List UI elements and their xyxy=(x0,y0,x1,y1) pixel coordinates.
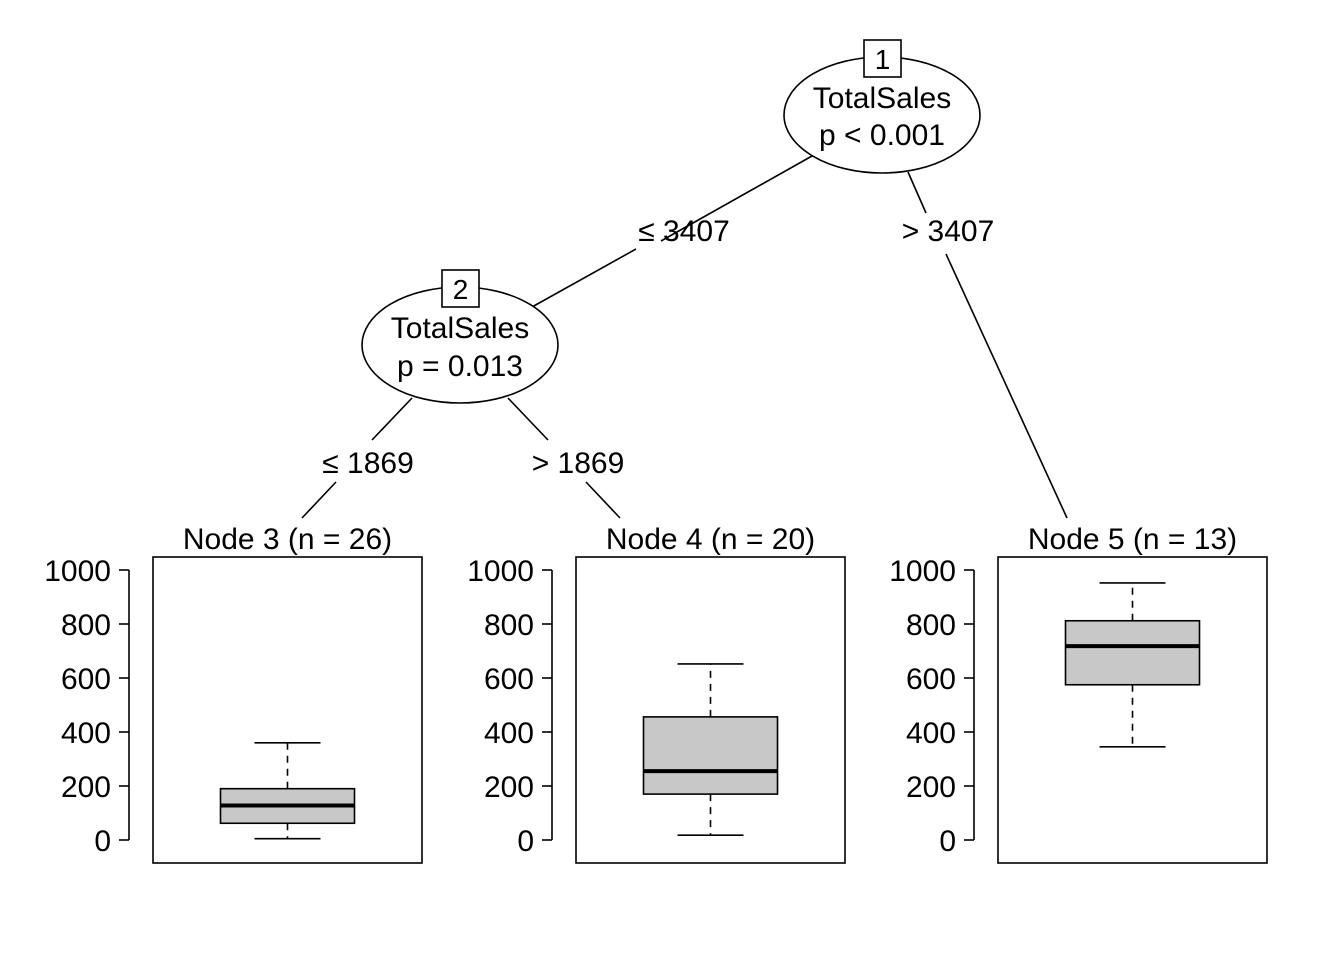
node-3-y-tick-label: 400 xyxy=(61,717,111,750)
edge-1-5-upper xyxy=(907,171,927,214)
node-2-variable: TotalSales xyxy=(391,312,529,345)
node-1-variable: TotalSales xyxy=(813,82,951,115)
node-2-pvalue: p = 0.013 xyxy=(397,350,523,383)
edge-label-2-left: ≤ 1869 xyxy=(322,447,414,480)
node-2-id: 2 xyxy=(453,274,469,305)
terminal-node-3-panel: Node 3 (n = 26) 0 200 400 600 800 1000 xyxy=(44,523,423,864)
inner-node-2: 2 TotalSales p = 0.013 xyxy=(361,269,559,404)
edge-1-5-lower xyxy=(945,253,1068,519)
node-1-id-box xyxy=(863,39,902,78)
node-5-iqr-box xyxy=(1064,619,1201,686)
node-3-y-tick-label: 200 xyxy=(61,771,111,804)
node-1-pvalue: p < 0.001 xyxy=(819,119,945,152)
terminal-node-5-panel: Node 5 (n = 13) 0 200 400 600 800 1000 xyxy=(889,523,1268,864)
node-4-y-tick-label: 200 xyxy=(484,771,534,804)
node-4-plot-frame xyxy=(575,556,846,864)
node-3-plot-frame xyxy=(152,556,423,864)
node-4-y-tick-label: 600 xyxy=(484,663,534,696)
inner-node-1: 1 TotalSales p < 0.001 xyxy=(783,39,981,174)
node-5-title: Node 5 (n = 13) xyxy=(1028,523,1237,556)
node-3-y-tick-label: 1000 xyxy=(44,555,111,588)
edge-2-3-upper xyxy=(371,397,413,441)
node-4-iqr-box xyxy=(642,716,779,795)
node-5-plot-frame xyxy=(997,556,1268,864)
node-4-y-tick-label: 1000 xyxy=(467,555,534,588)
node-3-y-tick-label: 800 xyxy=(61,609,111,642)
edge-2-3-lower xyxy=(301,481,337,519)
edge-2-4-upper xyxy=(507,397,549,441)
node-5-y-tick-label: 200 xyxy=(906,771,956,804)
edge-label-2-right: > 1869 xyxy=(532,447,625,480)
node-1-id: 1 xyxy=(875,44,891,75)
edge-label-1-left: ≤ 3407 xyxy=(638,215,730,248)
node-3-y-tick-label: 0 xyxy=(94,825,111,858)
node-3-title: Node 3 (n = 26) xyxy=(183,523,392,556)
edge-1-2-upper xyxy=(660,155,813,242)
node-3-y-tick-label: 600 xyxy=(61,663,111,696)
terminal-node-4-panel: Node 4 (n = 20) 0 200 400 600 800 1000 xyxy=(467,523,846,864)
edge-label-1-right: > 3407 xyxy=(902,215,995,248)
node-4-y-tick-label: 0 xyxy=(517,825,534,858)
node-5-y-tick-label: 400 xyxy=(906,717,956,750)
node-4-y-tick-label: 400 xyxy=(484,717,534,750)
node-5-y-tick-label: 600 xyxy=(906,663,956,696)
edge-2-4-lower xyxy=(585,481,621,519)
node-4-y-tick-label: 800 xyxy=(484,609,534,642)
node-5-y-tick-label: 1000 xyxy=(889,555,956,588)
node-2-id-box xyxy=(441,269,480,308)
node-5-y-tick-label: 0 xyxy=(939,825,956,858)
node-4-title: Node 4 (n = 20) xyxy=(606,523,815,556)
edge-1-2-lower xyxy=(531,248,637,308)
node-5-y-tick-label: 800 xyxy=(906,609,956,642)
